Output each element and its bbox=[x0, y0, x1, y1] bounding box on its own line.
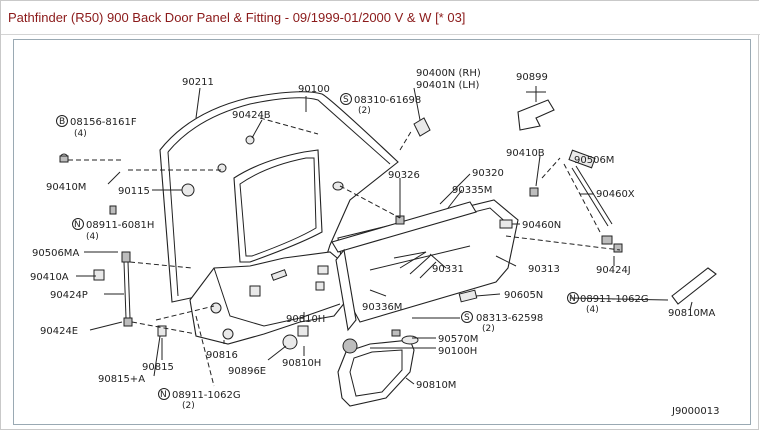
handle-housing bbox=[337, 339, 415, 407]
callout-08911-1062G-right-qty: (4) bbox=[586, 305, 599, 315]
callout-08911-6081H-qty: (4) bbox=[86, 232, 99, 242]
page-title: Pathfinder (R50) 900 Back Door Panel & F… bbox=[8, 10, 466, 25]
callout-labels: 90211 90100 90400N (RH) 90401N (LH) 9089… bbox=[30, 68, 720, 417]
marker-screw-lower: S bbox=[464, 313, 470, 323]
callout-90326: 90326 bbox=[388, 170, 420, 181]
callout-90100: 90100 bbox=[298, 84, 330, 95]
callout-90810MA: 90810MA bbox=[668, 308, 715, 319]
gas-stay-right bbox=[568, 149, 613, 245]
callout-90424P: 90424P bbox=[50, 290, 88, 301]
callout-08911-1062G-bottom: 08911-1062G bbox=[172, 390, 241, 401]
callout-90320: 90320 bbox=[472, 168, 504, 179]
callout-90410M: 90410M bbox=[46, 182, 86, 193]
marker-nut-left: N bbox=[74, 220, 81, 230]
fastener-markers: B S N N S N bbox=[56, 93, 579, 400]
callout-90100H: 90100H bbox=[438, 346, 477, 357]
callout-90810H-lower: 90810H bbox=[282, 358, 321, 369]
callout-90335M: 90335M bbox=[452, 185, 492, 196]
leader-lines bbox=[68, 86, 693, 387]
marker-screw: S bbox=[343, 95, 349, 105]
callout-08313-62598: 08313-62598 bbox=[476, 313, 543, 324]
callout-90570M: 90570M bbox=[438, 334, 478, 345]
callout-90331: 90331 bbox=[432, 264, 464, 275]
callout-08313-62598-qty: (2) bbox=[482, 324, 495, 334]
callout-90115: 90115 bbox=[118, 186, 150, 197]
marker-bolt: B bbox=[59, 117, 65, 127]
hinge-90400N bbox=[413, 117, 431, 137]
callout-90815A: 90815+A bbox=[98, 374, 145, 385]
trim-strips bbox=[331, 201, 477, 332]
callout-90424B: 90424B bbox=[232, 110, 271, 121]
callout-90460X: 90460X bbox=[596, 189, 635, 200]
callout-08911-6081H: 08911-6081H bbox=[86, 220, 154, 231]
callout-08911-1062G-bottom-qty: (2) bbox=[182, 401, 195, 411]
callout-90424E: 90424E bbox=[40, 326, 78, 337]
callout-90506MA: 90506MA bbox=[32, 248, 79, 259]
title-bar: Pathfinder (R50) 900 Back Door Panel & F… bbox=[1, 1, 760, 35]
callout-08156-8161F-qty: (4) bbox=[74, 129, 87, 139]
callout-08310-61698: 08310-61698 bbox=[354, 95, 421, 106]
drawing-code: J9000013 bbox=[671, 406, 720, 417]
callout-90401N: 90401N (LH) bbox=[416, 80, 479, 91]
inner-door-panel bbox=[189, 251, 351, 345]
side-trim bbox=[671, 267, 717, 305]
callout-90460N: 90460N bbox=[522, 220, 561, 231]
callout-90816: 90816 bbox=[206, 350, 238, 361]
callout-90211: 90211 bbox=[182, 77, 214, 88]
callout-08911-1062G-right: 08911-1062G bbox=[580, 294, 649, 305]
callout-90896E: 90896E bbox=[228, 366, 266, 377]
callout-90605N: 90605N bbox=[504, 290, 543, 301]
callout-08310-61698-qty: (2) bbox=[358, 106, 371, 116]
callout-90410B: 90410B bbox=[506, 148, 545, 159]
callout-90400N: 90400N (RH) bbox=[416, 68, 481, 79]
hinge-bracket bbox=[517, 99, 555, 131]
marker-nut-right: N bbox=[569, 294, 576, 304]
marker-nut-bottom: N bbox=[160, 390, 167, 400]
callout-90336M: 90336M bbox=[362, 302, 402, 313]
callout-90810H-upper: 90810H bbox=[286, 314, 325, 325]
callout-90506M: 90506M bbox=[574, 155, 614, 166]
callout-90313: 90313 bbox=[528, 264, 560, 275]
callout-90424J: 90424J bbox=[596, 265, 631, 276]
callout-90899: 90899 bbox=[516, 72, 548, 83]
callout-90815: 90815 bbox=[142, 362, 174, 373]
gas-stay-left bbox=[121, 251, 133, 327]
callout-90410A: 90410A bbox=[30, 272, 69, 283]
callout-90810M: 90810M bbox=[416, 380, 456, 391]
callout-08156-8161F: 08156-8161F bbox=[70, 117, 137, 128]
glass-opening bbox=[233, 149, 323, 263]
